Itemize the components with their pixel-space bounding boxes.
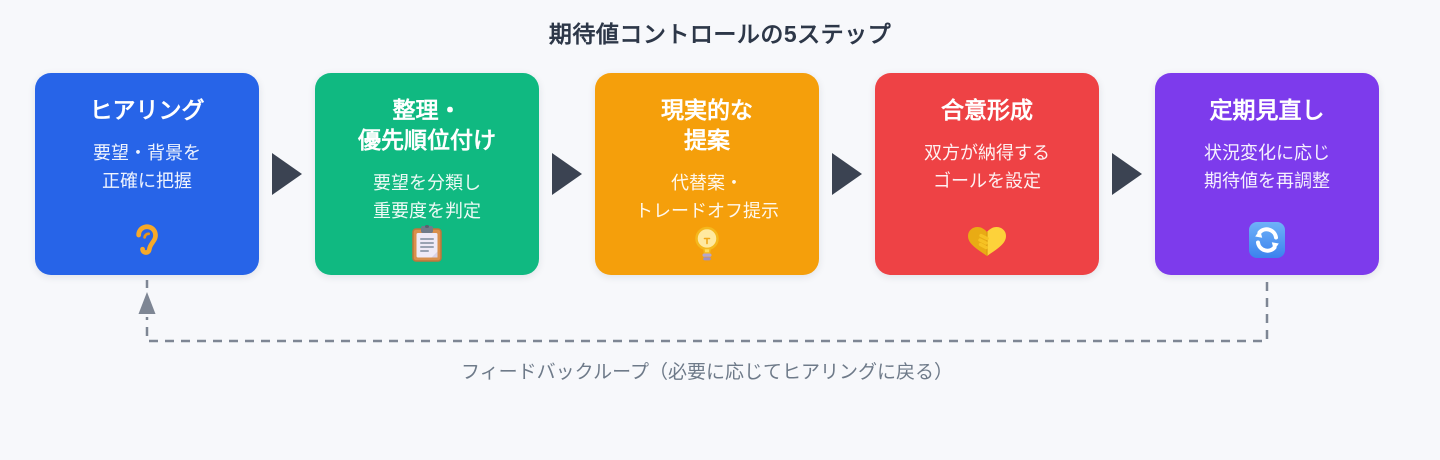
- step-title: 定期見直し: [1209, 97, 1325, 123]
- lightbulb-icon: [692, 225, 722, 263]
- step-card-review: 定期見直し 状況変化に応じ 期待値を再調整: [1155, 73, 1379, 275]
- step-card-agreement: 合意形成 双方が納得する ゴールを設定: [875, 73, 1099, 275]
- flow-gap: [1099, 73, 1155, 275]
- step-card-proposal: 現実的な 提案 代替案・ トレードオフ提示: [595, 73, 819, 275]
- step-description: 要望を分類し 重要度を判定: [373, 173, 481, 221]
- diagram-title: 期待値コントロールの5ステップ: [548, 21, 892, 47]
- handshake-icon: [964, 219, 1010, 259]
- step-description: 双方が納得する ゴールを設定: [924, 143, 1050, 191]
- loop-arrow-up-icon: [138, 292, 156, 314]
- step-description: 代替案・ トレードオフ提示: [635, 173, 779, 221]
- clipboard-icon: [412, 225, 442, 262]
- process-flow-row: ヒアリング 要望・背景を 正確に把握 整理・ 優先順位付け 要望を分類し 重要度…: [35, 73, 1379, 275]
- flow-gap: [819, 73, 875, 275]
- arrow-right-icon: [1112, 153, 1142, 195]
- step-title: 現実的な 提案: [661, 97, 753, 153]
- step-title: 合意形成: [941, 97, 1033, 123]
- step-title: ヒアリング: [89, 97, 205, 123]
- flow-gap: [539, 73, 595, 275]
- arrow-right-icon: [832, 153, 862, 195]
- refresh-icon: [1248, 219, 1286, 259]
- arrow-right-icon: [272, 153, 302, 195]
- step-card-hearing: ヒアリング 要望・背景を 正確に把握: [35, 73, 259, 275]
- step-title: 整理・ 優先順位付け: [358, 97, 496, 153]
- flow-gap: [259, 73, 315, 275]
- step-description: 状況変化に応じ 期待値を再調整: [1204, 143, 1330, 191]
- step-description: 要望・背景を 正確に把握: [93, 143, 201, 191]
- feedback-loop-label: フィードバックループ（必要に応じてヒアリングに戻る）: [461, 362, 953, 383]
- arrow-right-icon: [552, 153, 582, 195]
- ear-icon: [130, 219, 164, 259]
- step-card-prioritize: 整理・ 優先順位付け 要望を分類し 重要度を判定: [315, 73, 539, 275]
